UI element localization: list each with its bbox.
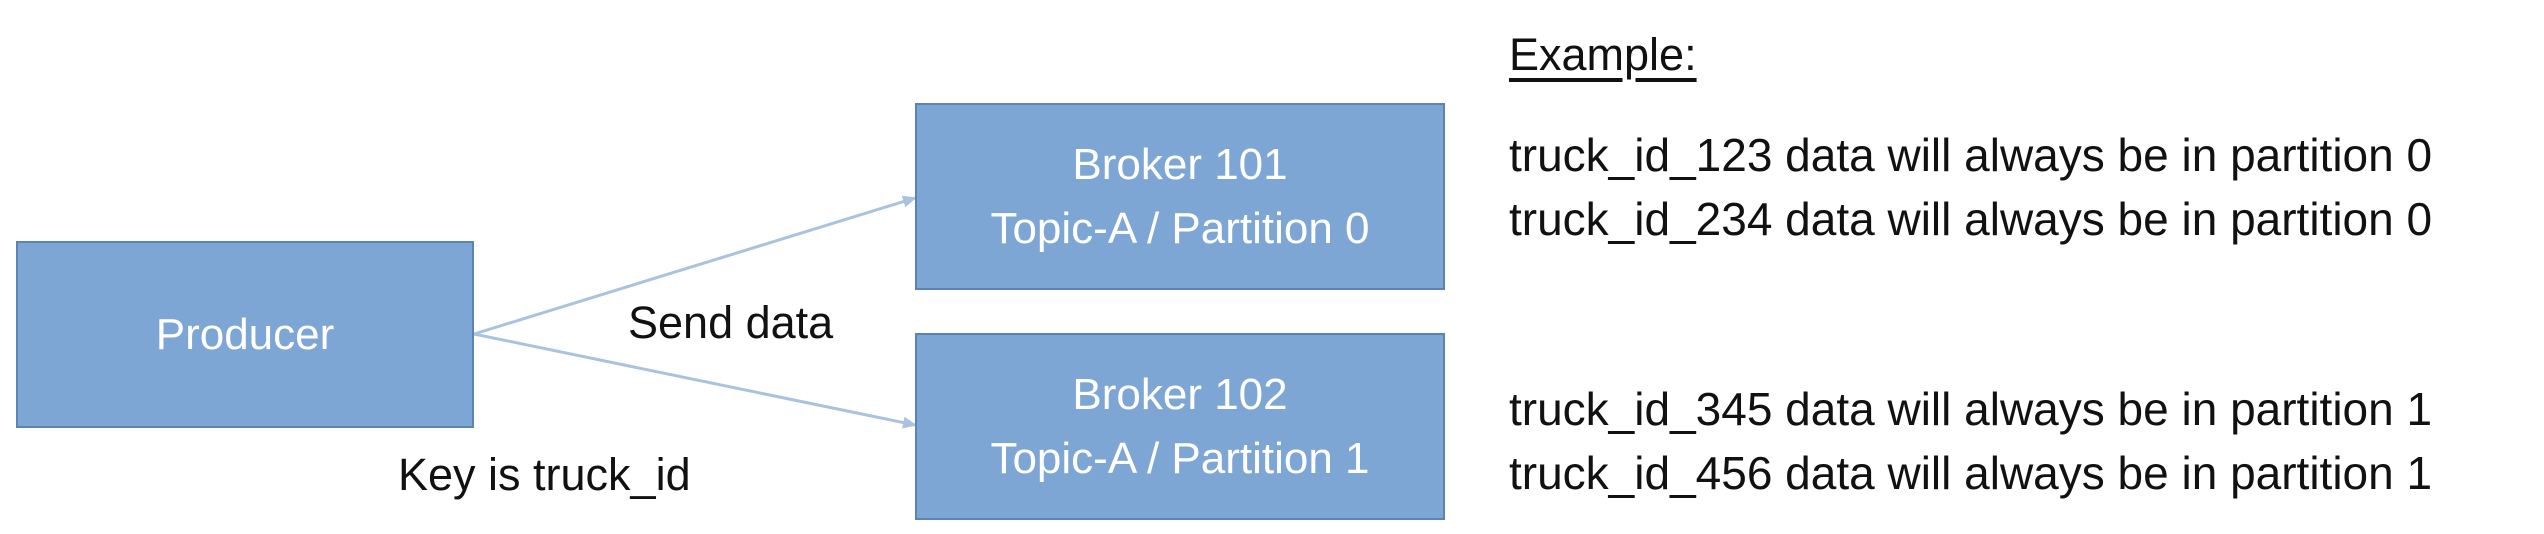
example-title: Example: xyxy=(1509,29,1697,80)
broker-101-name: Broker 101 xyxy=(1072,139,1288,189)
key-label: Key is truck_id xyxy=(398,449,691,500)
broker-102-name: Broker 102 xyxy=(1072,369,1288,419)
example-line-3: truck_id_345 data will always be in part… xyxy=(1509,383,2433,435)
example-line-1: truck_id_123 data will always be in part… xyxy=(1509,129,2433,181)
broker-102-topic-partition: Topic-A / Partition 1 xyxy=(990,433,1370,483)
example-line-4: truck_id_456 data will always be in part… xyxy=(1509,447,2433,499)
broker-101-topic-partition: Topic-A / Partition 0 xyxy=(990,203,1370,253)
send-data-label: Send data xyxy=(628,297,834,348)
producer-label: Producer xyxy=(155,309,335,359)
broker-102-box: Broker 102 Topic-A / Partition 1 xyxy=(915,333,1445,520)
broker-101-box: Broker 101 Topic-A / Partition 0 xyxy=(915,103,1445,290)
producer-box: Producer xyxy=(16,241,474,428)
example-line-2: truck_id_234 data will always be in part… xyxy=(1509,193,2433,245)
